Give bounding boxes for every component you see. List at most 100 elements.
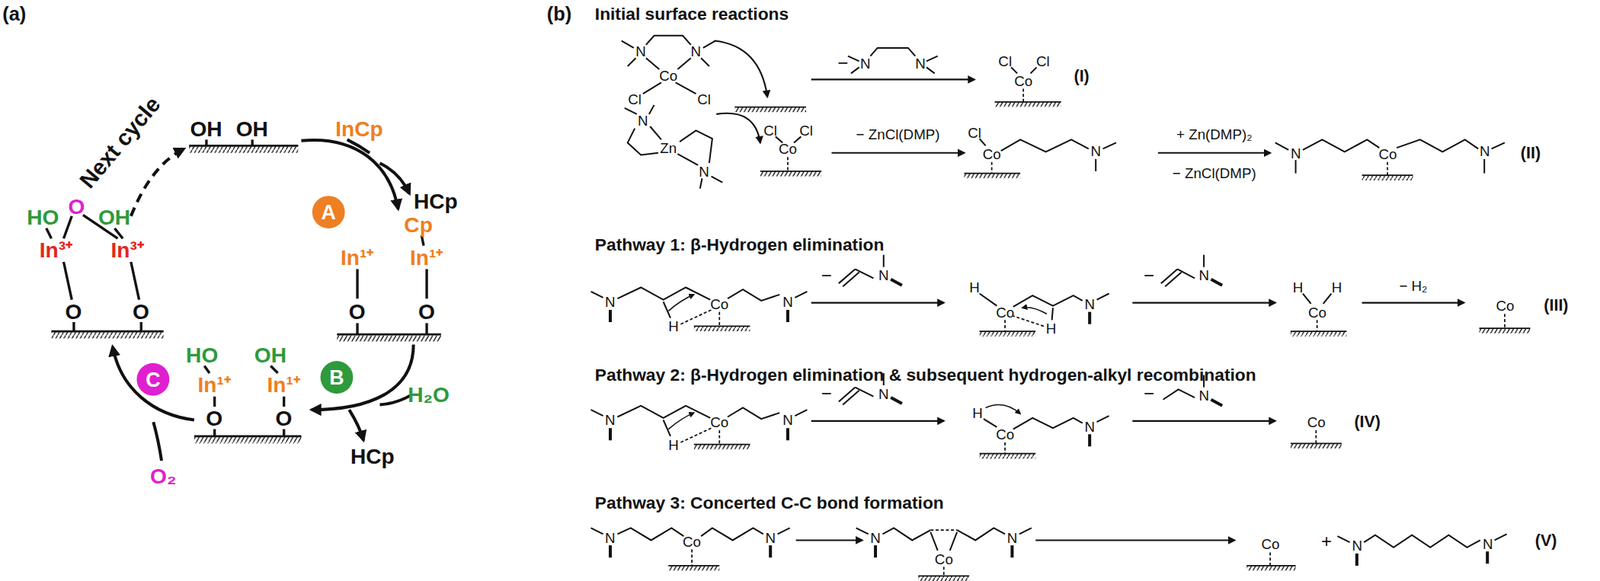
surface-line	[51, 145, 441, 444]
bond-line	[1097, 416, 1110, 423]
atom-label: Cl	[1036, 54, 1050, 69]
bond-line	[856, 528, 869, 535]
atom-label: −	[837, 54, 848, 73]
atom-label: In¹⁺	[409, 246, 444, 268]
bond-line	[930, 532, 938, 551]
bond-line	[1302, 139, 1380, 152]
bond-line	[1485, 551, 1489, 564]
reaction-number: (IV)	[1353, 414, 1381, 431]
bond-line	[617, 528, 684, 541]
surface-line	[1246, 566, 1296, 572]
atom-label: Cl	[799, 123, 813, 138]
atom-label: OH	[98, 206, 131, 228]
atom-label: H	[1292, 280, 1304, 295]
byproduct-label: − H₂	[1398, 278, 1428, 294]
atom-label: N	[637, 113, 649, 128]
atom-label: N	[878, 268, 890, 283]
atom-label: O	[205, 407, 223, 429]
bond-line	[1013, 295, 1083, 308]
bond-line	[1010, 545, 1014, 558]
bond-line	[854, 387, 874, 397]
cycle-arrow	[379, 163, 410, 194]
step-letter: A	[321, 201, 336, 223]
bond-line	[842, 272, 859, 287]
surface-bond	[718, 312, 720, 327]
surface-bond	[691, 550, 693, 567]
reaction-arrow	[716, 113, 761, 144]
bond-line	[1097, 294, 1110, 301]
bond-line	[1013, 418, 1083, 430]
bond-line	[1203, 255, 1205, 268]
step-circle: A	[312, 195, 346, 229]
atom-label: N	[782, 412, 794, 428]
surface-line	[760, 171, 822, 177]
surface-line	[694, 444, 751, 451]
cycle-arrow	[347, 139, 370, 153]
atom-label: N	[1351, 538, 1363, 554]
bond-line	[979, 294, 998, 307]
atom-label: N	[1091, 144, 1102, 159]
cycle-label: Next cycle	[76, 92, 165, 193]
reaction-arrow	[796, 539, 863, 541]
atom-label: In¹⁺	[197, 374, 231, 396]
reaction-number: (I)	[1074, 68, 1090, 85]
section-title: Pathway 2: β-Hydrogen elimination & subs…	[595, 366, 1257, 384]
cycle-bond	[64, 262, 73, 301]
bond-line	[1019, 528, 1032, 535]
surface-line	[995, 102, 1062, 108]
section-title: Pathway 1: β-Hydrogen elimination	[595, 236, 885, 254]
bond-line	[1177, 268, 1195, 279]
atom-label: N	[1084, 297, 1096, 312]
atom-label: −	[1143, 384, 1155, 404]
bond-line	[677, 57, 691, 70]
surface-line	[668, 566, 720, 572]
atom-label: H	[668, 438, 679, 453]
cycle-bond	[251, 139, 254, 146]
bond-line	[956, 528, 1005, 541]
bond-line	[700, 528, 764, 541]
cycle-bond	[204, 366, 210, 374]
atom-label: N	[1290, 146, 1302, 161]
cycle-bond	[204, 139, 208, 146]
reaction-arrow	[1158, 152, 1271, 154]
bond-line	[643, 82, 662, 94]
bond-line	[1210, 279, 1223, 286]
atom-label: N	[1007, 530, 1018, 545]
bond-line	[870, 48, 916, 57]
cycle-bond	[282, 396, 285, 407]
atom-label: Cp	[403, 214, 433, 236]
atom-label: N	[764, 530, 776, 545]
bond-line	[1323, 294, 1332, 304]
reaction-arrow	[714, 41, 768, 98]
bond-line	[591, 35, 1508, 567]
cycle-arrow	[112, 139, 414, 461]
bond-line	[627, 57, 637, 67]
reaction-number: (V)	[1535, 532, 1558, 549]
byproduct-label: − ZnCl(DMP)	[1172, 166, 1257, 181]
bond-line	[591, 528, 604, 535]
cycle-arrow	[300, 140, 398, 209]
surface-bond	[943, 566, 945, 576]
bond-line	[1275, 142, 1289, 150]
atom-label: Co	[778, 141, 797, 157]
cycle-arrow	[131, 148, 185, 216]
atom-label: Cl	[763, 123, 778, 138]
bond-line	[591, 409, 604, 416]
surface-bond	[680, 428, 711, 443]
atom-label: Co	[995, 427, 1015, 442]
surface-line	[1479, 328, 1531, 334]
byproduct-label: − ZnCl(DMP)	[856, 127, 941, 142]
bond-line	[1030, 67, 1037, 74]
atom-label: Co	[1495, 298, 1514, 314]
bond-line	[727, 289, 780, 301]
reaction-arrow	[811, 420, 944, 423]
atom-label: H₂O	[407, 384, 450, 406]
bond-line	[950, 532, 957, 551]
bond-line	[794, 291, 807, 298]
bond-line	[786, 428, 790, 441]
surface-bond	[1316, 320, 1319, 332]
bond-line	[711, 176, 724, 183]
bond-line	[1210, 400, 1223, 407]
reaction-arrow	[811, 78, 975, 80]
